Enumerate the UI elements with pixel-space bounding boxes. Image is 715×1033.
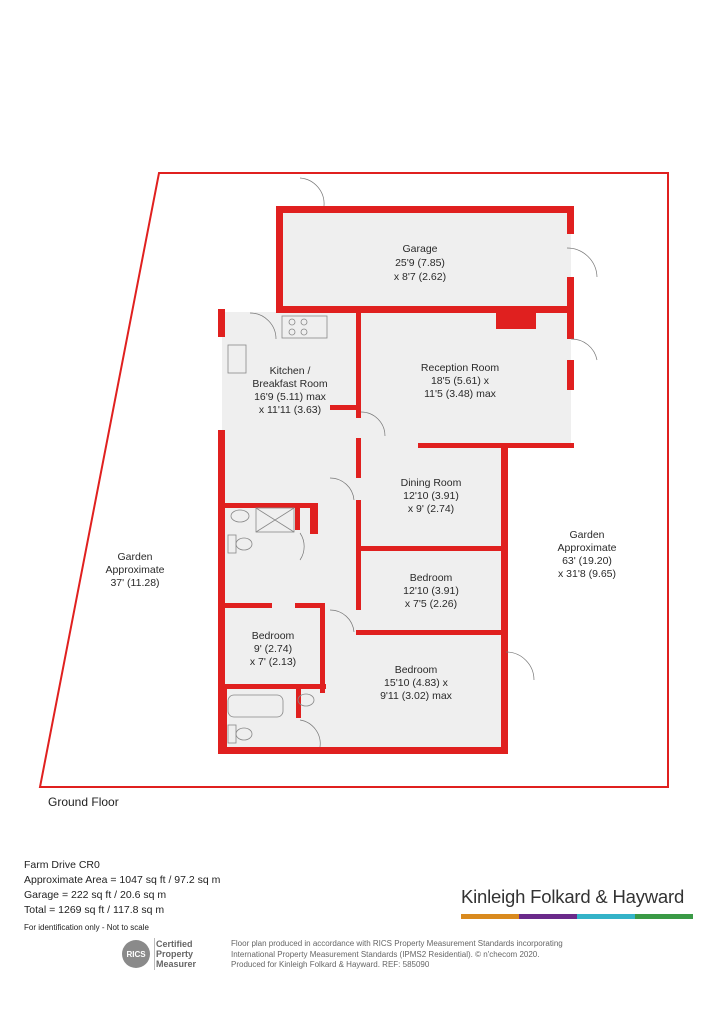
dining-name: Dining Room (401, 477, 462, 489)
bedroom3-dim1: 15'10 (4.83) x (384, 677, 449, 689)
walls (218, 206, 574, 754)
reception-name: Reception Room (421, 362, 499, 374)
bedroom1-dim1: 12'10 (3.91) (403, 585, 459, 597)
kitchen-name: Kitchen / (270, 365, 311, 377)
disclaimer-line3: Produced for Kinleigh Folkard & Hayward.… (231, 960, 430, 969)
reception-dim1: 18'5 (5.61) x (431, 375, 490, 387)
reception-dim2: 11'5 (3.48) max (424, 388, 497, 400)
scale-note: For identification only - Not to scale (24, 923, 149, 932)
disclaimer: Floor plan produced in accordance with R… (231, 939, 611, 971)
bedroom2-dim1: 9' (2.74) (254, 643, 292, 655)
dining-dim2: x 9' (2.74) (408, 503, 454, 515)
approx-area: Approximate Area = 1047 sq ft / 97.2 sq … (24, 874, 221, 886)
property-info: Farm Drive CR0 Approximate Area = 1047 s… (24, 858, 220, 935)
total-area: Total = 1269 sq ft / 117.8 sq m (24, 904, 165, 916)
bedroom3-dim2: 9'11 (3.02) max (380, 690, 453, 702)
rics-divider (154, 938, 155, 970)
garage-area: Garage = 222 sq ft / 20.6 sq m (24, 889, 167, 901)
garage-dim2: x 8'7 (2.62) (394, 271, 446, 283)
door-swings (249, 177, 598, 748)
floor-label: Ground Floor (48, 795, 119, 809)
kitchen-dim1: 16'9 (5.11) max (254, 391, 327, 403)
rics-text: Certified Property Measurer (156, 939, 196, 969)
bedroom1-dim2: x 7'5 (2.26) (405, 598, 457, 610)
kitchen-name2: Breakfast Room (252, 378, 328, 390)
garden-right-name: Garden (569, 529, 604, 541)
rics-line3: Measurer (156, 959, 197, 969)
garden-right-line3: 63' (19.20) (562, 555, 612, 567)
rics-badge: RICS Certified Property Measurer (122, 936, 226, 972)
garden-right-line2: Approximate (558, 542, 617, 554)
kitchen-dim2: x 11'11 (3.63) (259, 404, 321, 416)
disclaimer-line1: Floor plan produced in accordance with R… (231, 939, 563, 948)
room-labels: Garage 25'9 (7.85) x 8'7 (2.62) Kitchen … (106, 243, 617, 702)
rics-line2: Property (156, 949, 194, 959)
bedroom1-name: Bedroom (410, 572, 453, 584)
brand-color-bar (461, 914, 693, 919)
floor-fills (222, 209, 571, 748)
garden-left-line3: 37' (11.28) (110, 577, 159, 589)
garden-left-line2: Approximate (106, 564, 165, 576)
garden-left-name: Garden (117, 551, 152, 563)
dining-dim1: 12'10 (3.91) (403, 490, 459, 502)
bedroom2-name: Bedroom (252, 630, 295, 642)
site-boundary (38, 172, 669, 788)
rics-logo-icon: RICS (122, 940, 150, 968)
address: Farm Drive CR0 (24, 859, 100, 871)
bedroom3-name: Bedroom (395, 664, 438, 676)
fixtures (227, 315, 328, 744)
rics-line1: Certified (156, 939, 193, 949)
brand-name: Kinleigh Folkard & Hayward (461, 886, 685, 907)
brand-logo: Kinleigh Folkard & Hayward (461, 886, 693, 919)
garage-dim1: 25'9 (7.85) (395, 257, 445, 269)
garden-right-line4: x 31'8 (9.65) (558, 568, 616, 580)
garage-name: Garage (402, 243, 437, 255)
disclaimer-line2: International Property Measurement Stand… (231, 949, 540, 959)
bedroom2-dim2: x 7' (2.13) (250, 656, 296, 668)
